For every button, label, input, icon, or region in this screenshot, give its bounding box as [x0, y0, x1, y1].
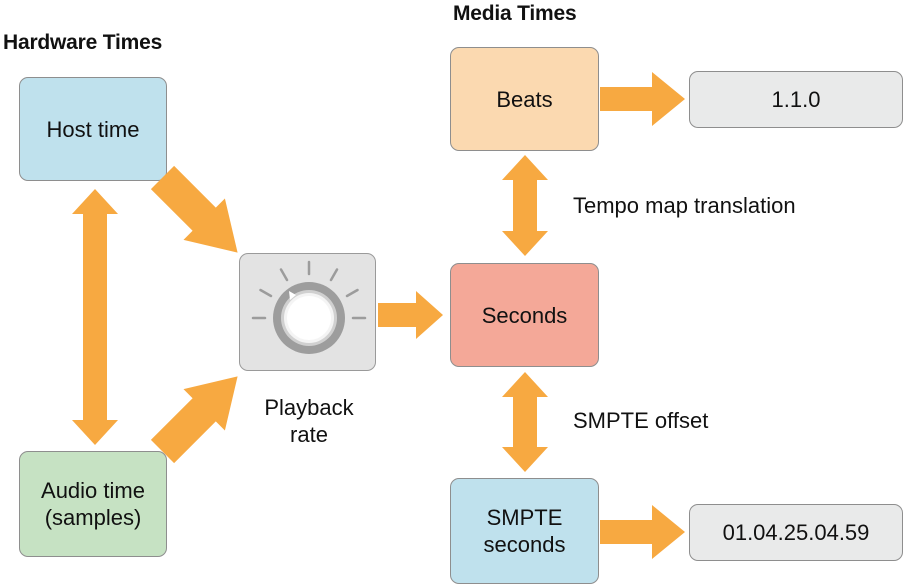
beats-value-label: 1.1.0	[771, 87, 821, 112]
arrows	[72, 72, 685, 559]
audio-time-label: Audio time (samples)	[41, 478, 145, 530]
beats-label: Beats	[496, 86, 553, 112]
arrow-audio-to-playback	[150, 376, 238, 464]
hardware-times-heading: Hardware Times	[3, 31, 163, 54]
beats-box: Beats	[450, 47, 599, 151]
smpte-value-box: 01.04.25.04.59	[689, 504, 903, 561]
arrow-host-to-playback	[150, 165, 238, 253]
beats-value-box: 1.1.0	[689, 71, 903, 128]
media-times-heading: Media Times	[453, 2, 577, 25]
arrow-host-audio-bidirectional	[72, 189, 118, 445]
arrow-seconds-smpte-bidirectional	[502, 372, 548, 472]
playback-rate-label: Playback rate	[264, 395, 354, 447]
host-time-box: Host time	[19, 77, 167, 181]
seconds-box: Seconds	[450, 263, 599, 367]
arrow-beats-to-value	[600, 72, 685, 126]
arrow-beats-seconds-bidirectional	[502, 155, 548, 256]
tempo-map-translation-label: Tempo map translation	[573, 193, 796, 218]
arrow-playback-to-seconds	[378, 291, 443, 339]
rotary-knob-icon	[251, 260, 367, 354]
smpte-value-label: 01.04.25.04.59	[722, 520, 870, 545]
smpte-seconds-label: SMPTE seconds	[483, 505, 566, 557]
seconds-label: Seconds	[481, 302, 568, 328]
smpte-offset-label: SMPTE offset	[573, 408, 709, 433]
host-time-label: Host time	[46, 116, 140, 142]
arrow-smpte-to-value	[600, 505, 685, 559]
audio-time-box: Audio time (samples)	[19, 451, 167, 557]
smpte-seconds-box: SMPTE seconds	[450, 478, 599, 584]
